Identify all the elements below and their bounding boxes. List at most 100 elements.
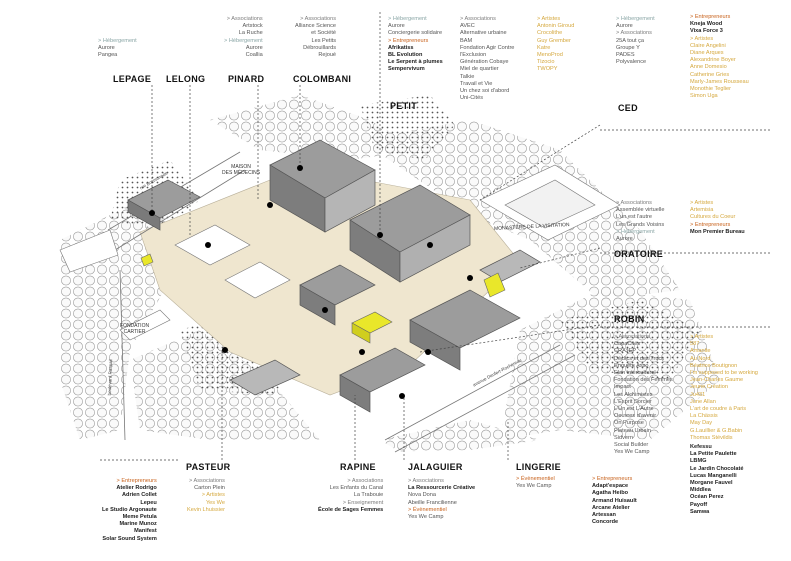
occupant-name: Alliance Science (295, 23, 337, 30)
category-heading: > Entrepreneurs (116, 478, 157, 484)
occupant-name: Artessan (592, 512, 616, 519)
occupant-name: Plateau Urbain (614, 427, 652, 434)
occupant-name: Agatha Heibo (592, 490, 629, 497)
building-robin: ROBIN (614, 314, 645, 324)
occupant-name: Alexandrine Boyer (690, 57, 736, 64)
occupant-name: La Trabouie (353, 492, 384, 499)
occupant-name: Jean-Charles Gaume (690, 377, 744, 384)
occupant-name: Arcane Atelier (592, 504, 630, 511)
occupant-name: Solar Sound System (102, 535, 157, 542)
occupant-name: Kefessu (690, 444, 712, 450)
separator-lines (100, 129, 770, 461)
building-lepage: LEPAGE (113, 74, 152, 84)
occupant-name: BL Evolution (388, 52, 423, 59)
location-dots (149, 165, 473, 399)
category-heading: > Hébergement (224, 37, 263, 44)
category-heading: > Associations (189, 478, 225, 484)
occupant-name: Kneja Wood (690, 21, 723, 28)
category-heading: > Associations (616, 30, 652, 37)
occupant-name: CRAJEP (614, 348, 637, 355)
occupant-name: Travail et Vie (460, 80, 493, 87)
category-heading: > Entrepreneurs (690, 221, 731, 228)
category-heading: > Enseignement (342, 499, 384, 506)
occupant-name: Uni-Cités (460, 95, 484, 102)
occupant-name: Crocolithe (537, 30, 563, 37)
occupant-name: Aurore (616, 23, 633, 30)
occupant-name: Monothie Teglier (690, 86, 731, 93)
occupant-name: Aurore (388, 23, 405, 30)
building-pasteur: PASTEUR (186, 462, 231, 472)
occupant-name: Aurore (616, 236, 633, 243)
occupant-name: Fondation Agir Contre (460, 44, 515, 51)
occupant-name: Aurore (245, 44, 263, 51)
occupant-name: Concorde (592, 519, 619, 526)
occupant-name: LBMG (690, 458, 707, 465)
occupant-name: Ju431 (690, 391, 706, 398)
occupant-name: Yes We (205, 499, 225, 506)
category-heading: > Entrepreneurs (690, 14, 731, 20)
occupant-name: Un chez soi d'abord (460, 88, 510, 95)
occupant-name: Sempervivum (388, 66, 425, 73)
category-heading: > Associations (614, 334, 650, 340)
occupant-name: Conciergerie solidaire (388, 30, 443, 37)
occupant-name: Katre (537, 44, 551, 51)
occupant-name: Les Grands Voisins (616, 221, 665, 228)
occupant-name: Artstock (242, 23, 263, 30)
occupant-name: L'Esprit Sorcier (614, 398, 652, 405)
occupant-name: I'm supposed to be working (690, 370, 758, 377)
occupant-name: On Purpose (614, 420, 644, 427)
occupant-name: Oeuvres d'avenir (614, 413, 657, 420)
occupant-name: Miel de quartier (460, 66, 499, 73)
occupant-name: Simon Uga (690, 93, 718, 100)
category-heading: > Hébergement (98, 38, 137, 44)
occupant-name: Impact (614, 384, 631, 391)
occupant-name: l'Exclusion (460, 52, 487, 59)
occupant-name: École de Sages Femmes (318, 506, 384, 513)
building-lelong: LELONG (166, 74, 206, 84)
occupant-name: Le Serpent à plumes (388, 59, 443, 66)
occupant-name: Déclics et des Trucs (614, 355, 665, 362)
occupant-name: Social Builder (614, 442, 649, 449)
occupant-name: Catherine Gries (690, 71, 730, 78)
occupant-name: La Petite Paulette (690, 451, 737, 458)
category-heading: > Associations (226, 16, 263, 22)
occupant-name: TWOPY (537, 66, 558, 73)
occupant-name: Au Nord (690, 355, 711, 362)
occupant-name: Abeille Francilienne (408, 499, 457, 506)
occupant-name: Diane Arques (690, 50, 724, 57)
occupant-name: Groupe Y (616, 44, 640, 51)
occupant-name: Fondation des Femmes (614, 377, 673, 384)
occupant-name: L'Un est L'Autre (614, 406, 654, 413)
occupant-name: June Allan (690, 398, 716, 405)
occupant-name: Pangea (98, 52, 118, 59)
occupant-name: Assemblée virtuelle (616, 207, 665, 214)
occupant-name: Tizocio (537, 59, 555, 66)
occupant-name: Yes We Camp (516, 483, 552, 490)
leader-lines (151, 12, 601, 460)
occupant-name: Manifest (134, 528, 157, 535)
occupant-name: Claire Angelini (690, 42, 726, 49)
building-pinard: PINARD (228, 74, 265, 84)
occupant-name: Adrien Collet (121, 492, 157, 499)
category-heading: > Évènementiel (408, 506, 447, 513)
category-heading: > Entrepreneurs (592, 476, 633, 482)
label-maison-medecins: MAISON DES MÉDECINS (222, 164, 261, 176)
occupant-name: Thomas Stévildis (690, 434, 733, 441)
occupant-name: Artemisia (690, 207, 714, 214)
occupant-name: MenoProd (537, 52, 563, 59)
occupant-name: Les Petits (311, 37, 337, 44)
other-buildings (59, 164, 621, 341)
occupant-name: L'art de coudre à Paris (690, 406, 747, 413)
